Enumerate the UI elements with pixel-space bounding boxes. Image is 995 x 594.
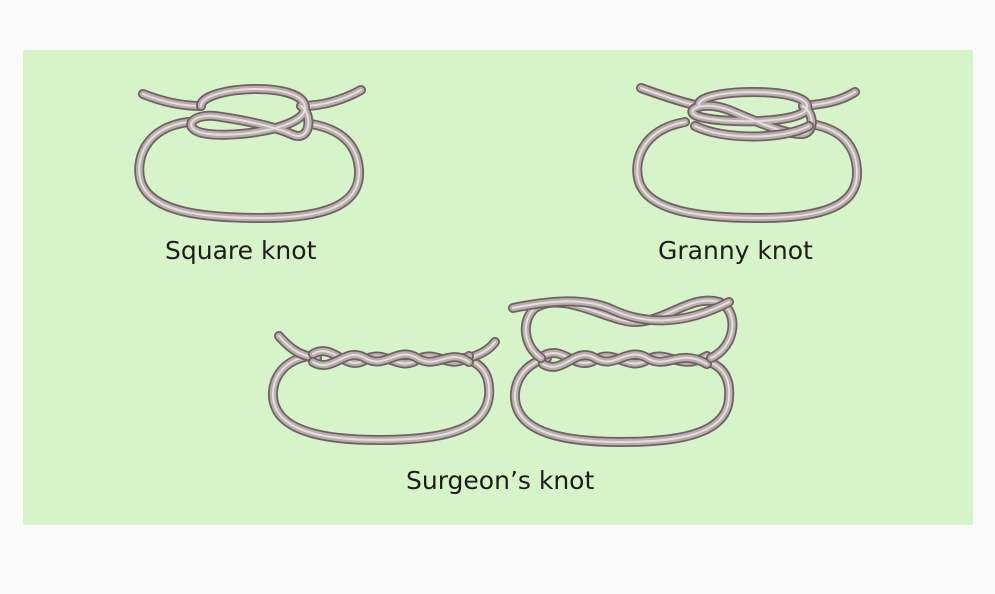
granny-knot-caption: Granny knot	[658, 236, 813, 265]
square-knot-loop	[134, 117, 365, 224]
surgeons-knot-first-throw-loop	[267, 351, 495, 446]
surgeons-knot-first-throw-twist	[308, 346, 474, 370]
surgeons-knot-complete-twist	[538, 348, 712, 372]
surgeons-knot-caption: Surgeon’s knot	[406, 466, 595, 495]
knot-diagram-panel: Square knot Granny knot Surgeon’s knot	[23, 50, 973, 525]
granny-knot-loop	[632, 117, 863, 224]
square-knot-illustration	[134, 83, 366, 224]
square-knot-bights	[186, 83, 314, 141]
surgeons-knot-complete-loop	[509, 353, 735, 448]
granny-knot-bights	[687, 87, 817, 142]
square-knot-caption: Square knot	[165, 236, 317, 265]
granny-knot-illustration	[632, 83, 863, 224]
knot-illustrations	[134, 83, 863, 448]
surgeons-knot-second-throw	[508, 295, 738, 363]
surgeons-knot-illustration	[267, 295, 738, 448]
